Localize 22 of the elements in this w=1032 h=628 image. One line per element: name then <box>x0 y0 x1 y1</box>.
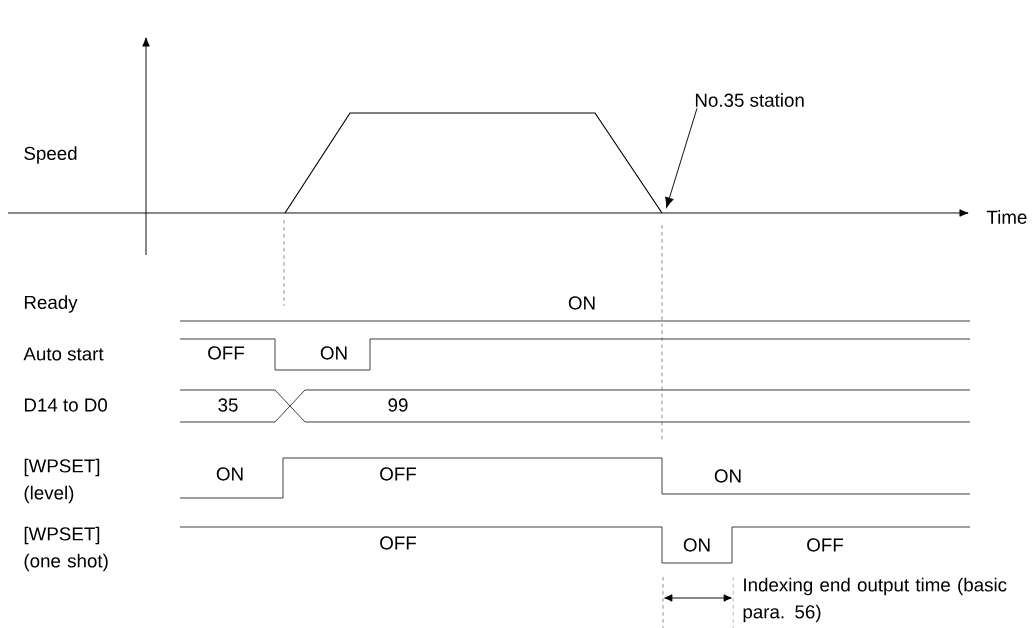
bus-value: 99 <box>388 398 408 412</box>
state-label: OFF <box>807 538 843 552</box>
signal-name: D14 to D0 <box>24 398 108 412</box>
state-label: ON <box>216 467 243 481</box>
state-label: ON <box>714 469 741 483</box>
axis-label: Time <box>986 210 1027 224</box>
axis-label: Speed <box>24 146 77 164</box>
bus-value: 35 <box>218 398 238 412</box>
speed-profile <box>284 112 663 214</box>
state-label: ON <box>683 538 710 552</box>
state-label: ON <box>320 346 347 360</box>
signal-name: Ready <box>24 295 78 313</box>
signal-name: Auto start <box>23 347 104 361</box>
signal-name: [WPSET] (level) <box>24 458 100 504</box>
signal-name: [WPSET] (one shot) <box>24 526 108 572</box>
state-label: OFF <box>380 536 416 550</box>
note-text: Indexing end output time (basic para. 56) <box>743 577 1007 623</box>
state-label: OFF <box>380 467 416 481</box>
state-label: ON <box>568 296 595 310</box>
leader-arrow <box>665 107 698 208</box>
state-label: OFF <box>208 346 244 360</box>
callout-text: No.35 station <box>695 93 804 107</box>
